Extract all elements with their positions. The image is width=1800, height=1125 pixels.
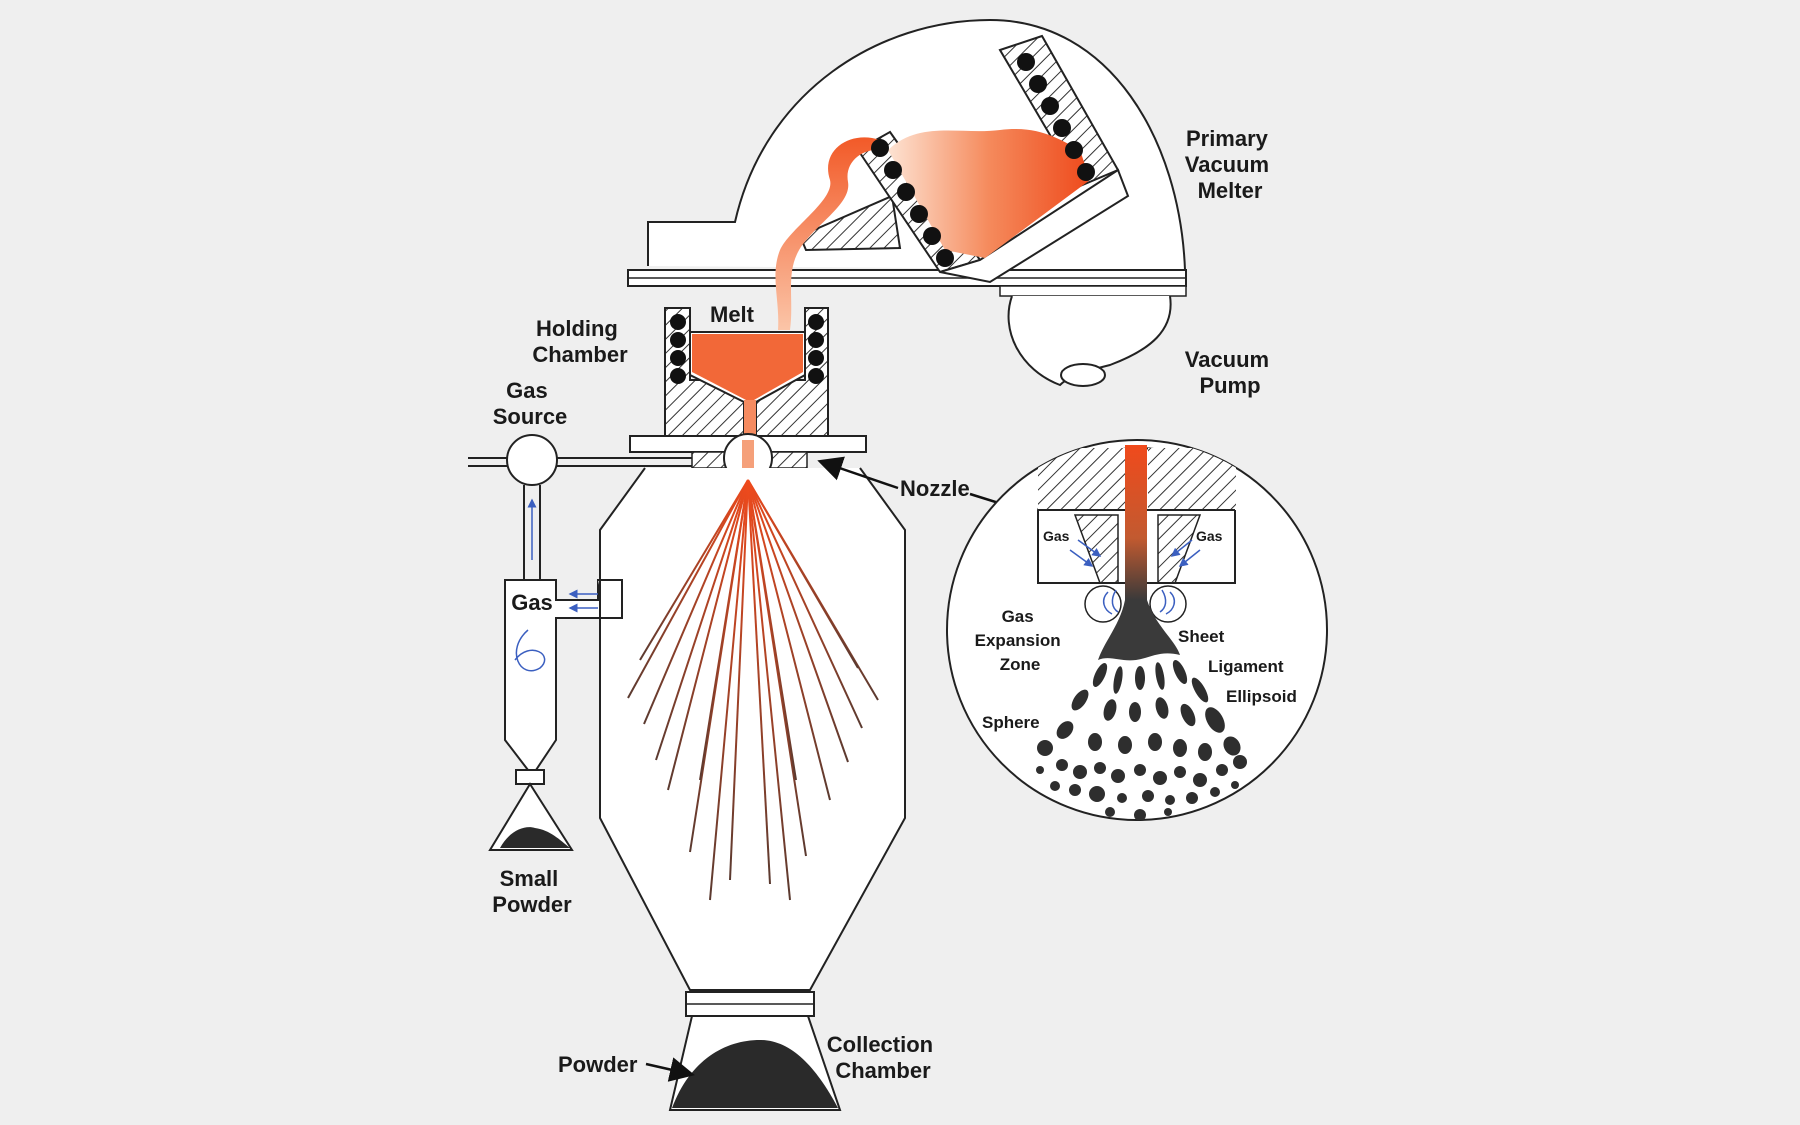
nozzle-label: Nozzle <box>900 476 970 501</box>
primary-vacuum-melter-label: Primary Vacuum Melter <box>1185 126 1276 203</box>
induction-coils-holding <box>670 314 824 384</box>
inset-gas-right-label: Gas <box>1196 528 1223 544</box>
induction-coils-primary <box>871 53 1095 267</box>
collection-chamber-label: Collection Chamber <box>827 1032 939 1083</box>
vacuum-pump <box>999 285 1187 387</box>
nozzle-pointer-main <box>817 456 899 490</box>
sphere-label: Sphere <box>982 713 1040 732</box>
holding-chamber-label: Holding Chamber <box>532 316 628 367</box>
inset-melt-stream <box>1125 445 1147 600</box>
holding-melt <box>692 334 803 400</box>
small-powder-pile <box>500 827 570 848</box>
melt-label: Melt <box>710 302 755 327</box>
inset-droplets <box>1036 660 1247 820</box>
gas-piping <box>468 434 692 580</box>
atomization-spray <box>627 479 879 910</box>
ligament-label: Ligament <box>1208 657 1284 676</box>
gas-source-label: Gas Source <box>493 378 568 429</box>
powder-pile <box>672 1040 838 1108</box>
primary-melt <box>888 129 1090 258</box>
inset-gas-left-label: Gas <box>1043 528 1070 544</box>
vacuum-pump-label: Vacuum Pump <box>1185 347 1276 398</box>
sheet-label: Sheet <box>1178 627 1225 646</box>
pour-stream <box>775 137 888 330</box>
pour-spout <box>798 194 902 252</box>
primary-vacuum-melter <box>627 18 1187 330</box>
atomization-chamber <box>599 467 906 1111</box>
ellipsoid-label: Ellipsoid <box>1226 687 1297 706</box>
cyclone-separator <box>488 579 623 851</box>
holding-chamber <box>629 307 867 483</box>
gas-expansion-zone-label: Gas Expansion Zone <box>975 607 1066 674</box>
inset-sheet <box>1098 600 1180 661</box>
powder-pointer <box>645 1057 695 1082</box>
small-powder-label: Small Powder <box>492 866 572 917</box>
gas-source <box>506 434 558 486</box>
powder-label: Powder <box>558 1052 638 1077</box>
nozzle-inset <box>946 439 1328 821</box>
gas-separator-label: Gas <box>511 590 553 615</box>
